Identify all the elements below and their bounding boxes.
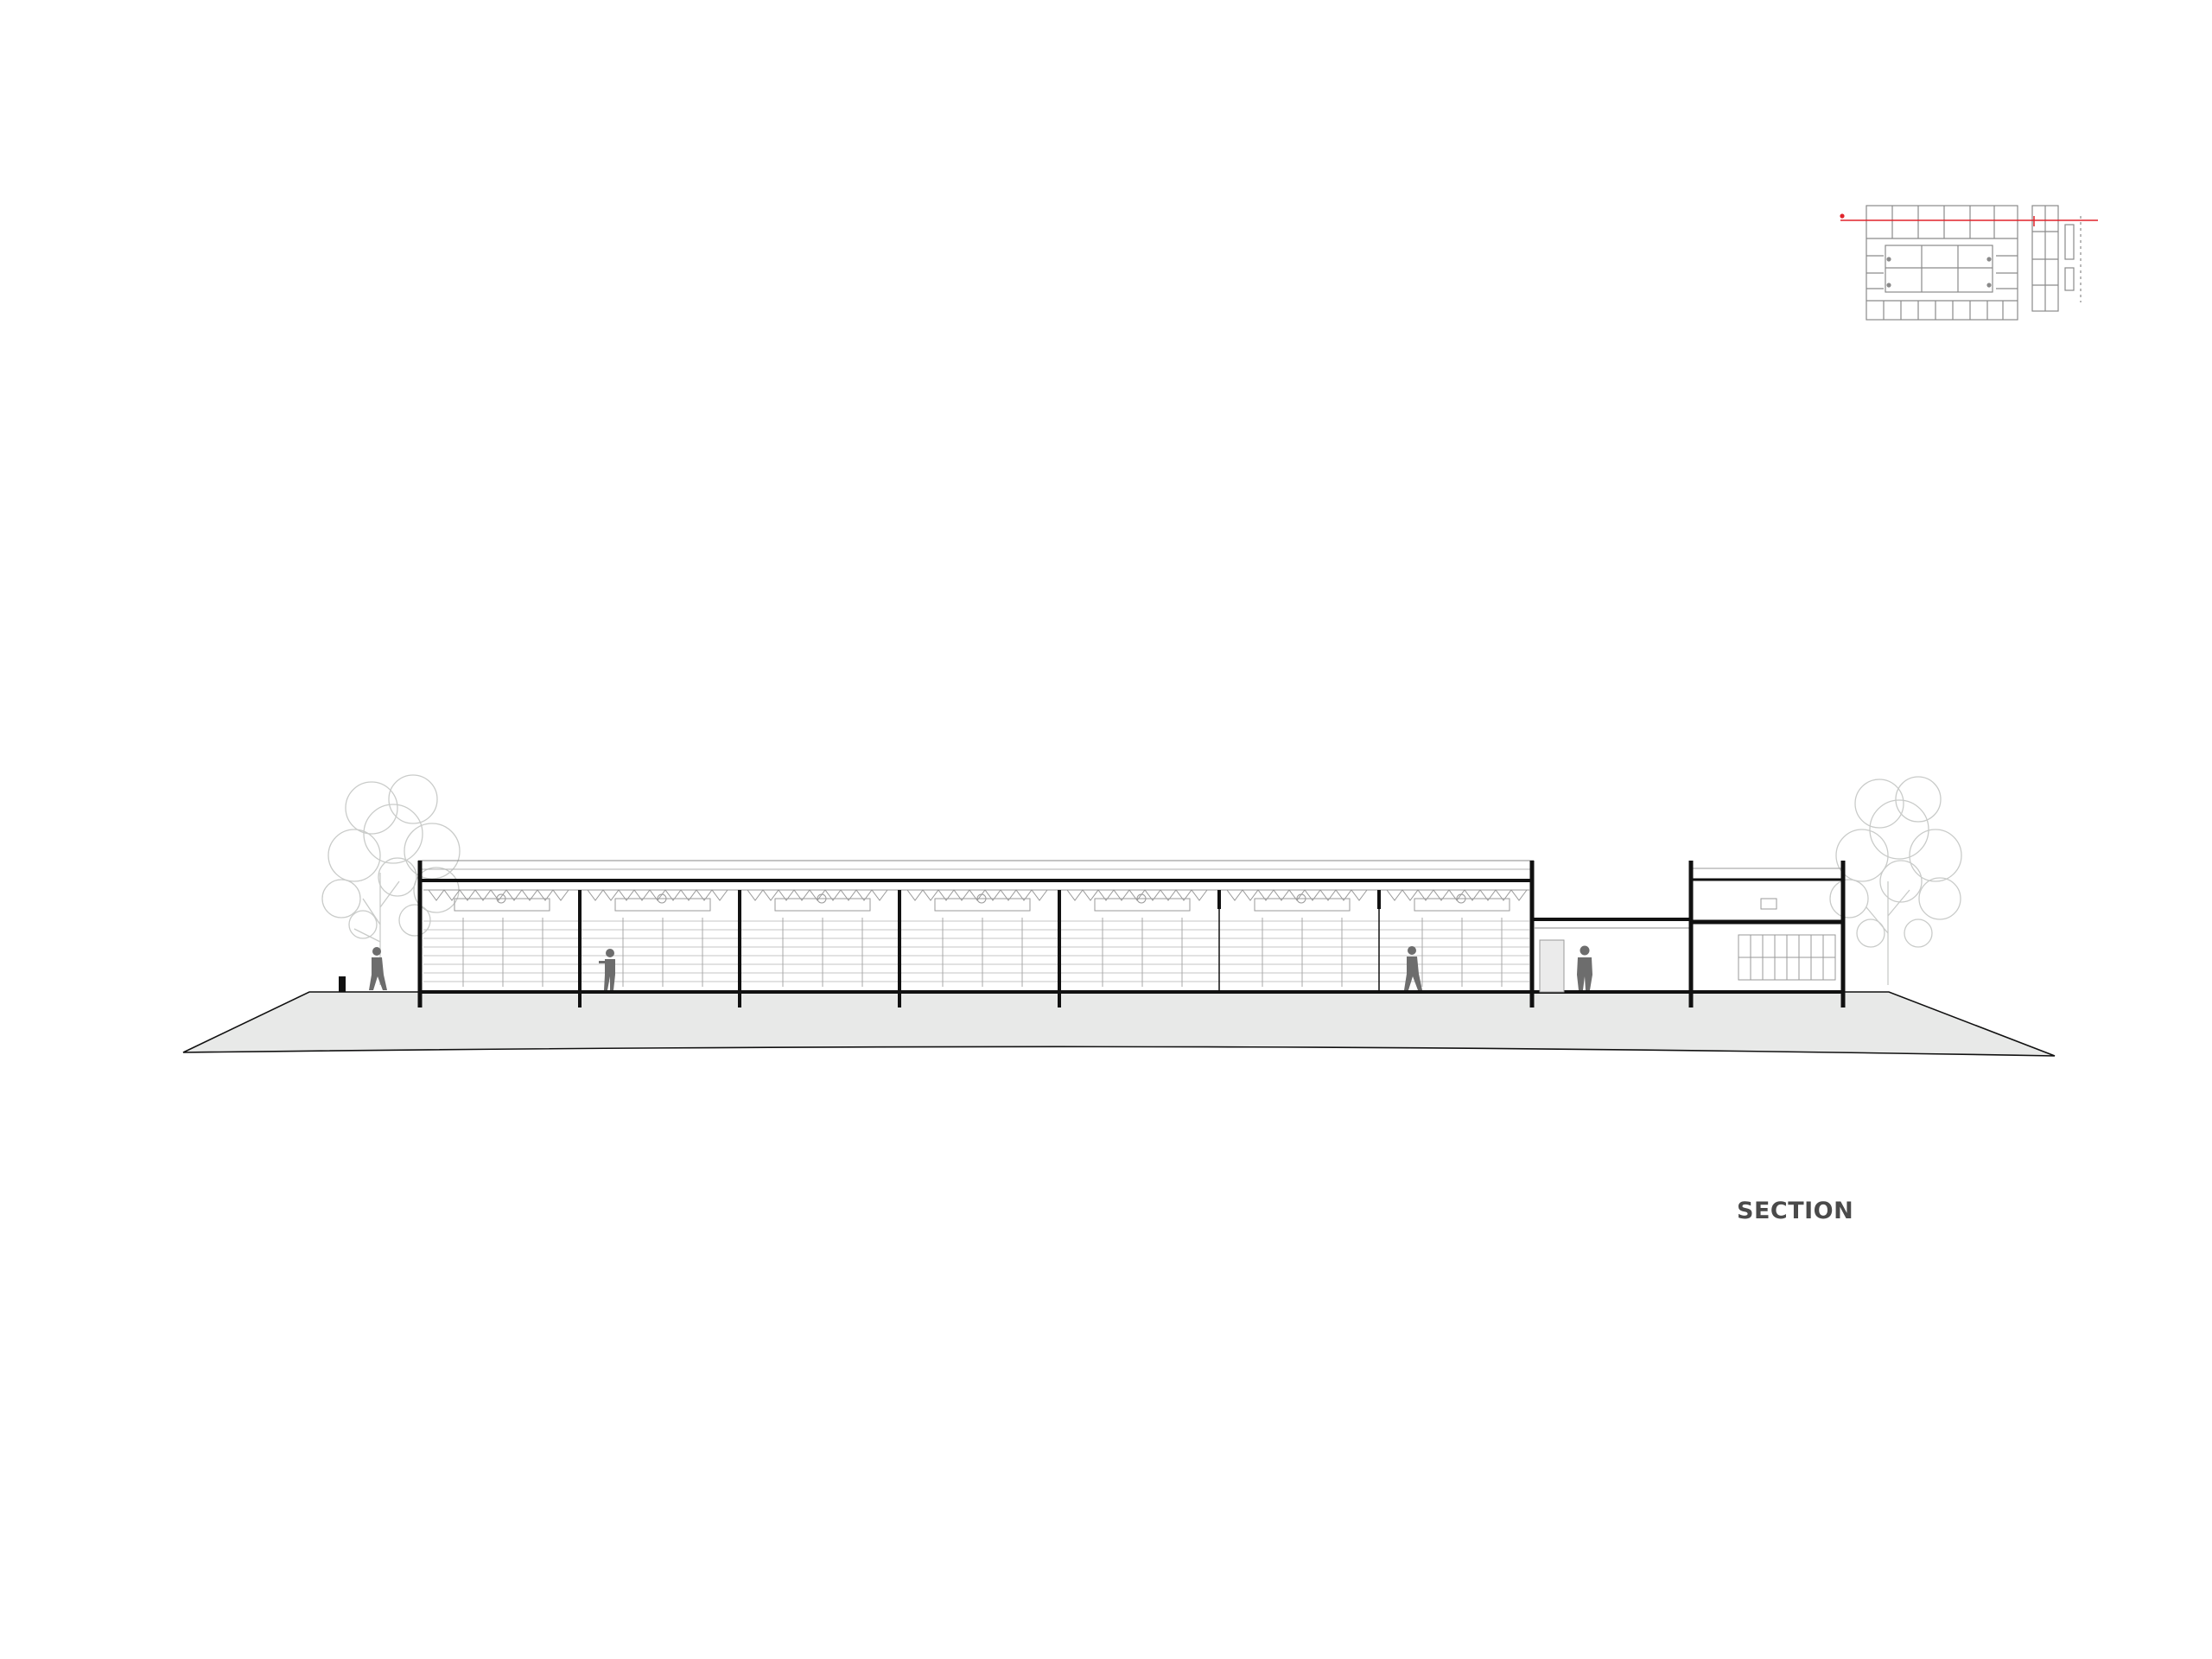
person-2	[599, 949, 615, 990]
main-building	[339, 860, 1535, 1007]
section-caption: SECTION	[1737, 1198, 1854, 1224]
connector-walkway	[1534, 918, 1689, 994]
person-3	[1404, 946, 1422, 990]
ground-section	[182, 991, 2056, 1057]
people-silhouettes	[369, 945, 1592, 990]
tree-right	[1829, 776, 1962, 985]
tree-left	[321, 774, 461, 985]
key-plan-thumbnail	[1840, 205, 2098, 321]
person-4	[1577, 945, 1592, 990]
secondary-block	[1688, 861, 1846, 1007]
person-1	[369, 947, 387, 990]
